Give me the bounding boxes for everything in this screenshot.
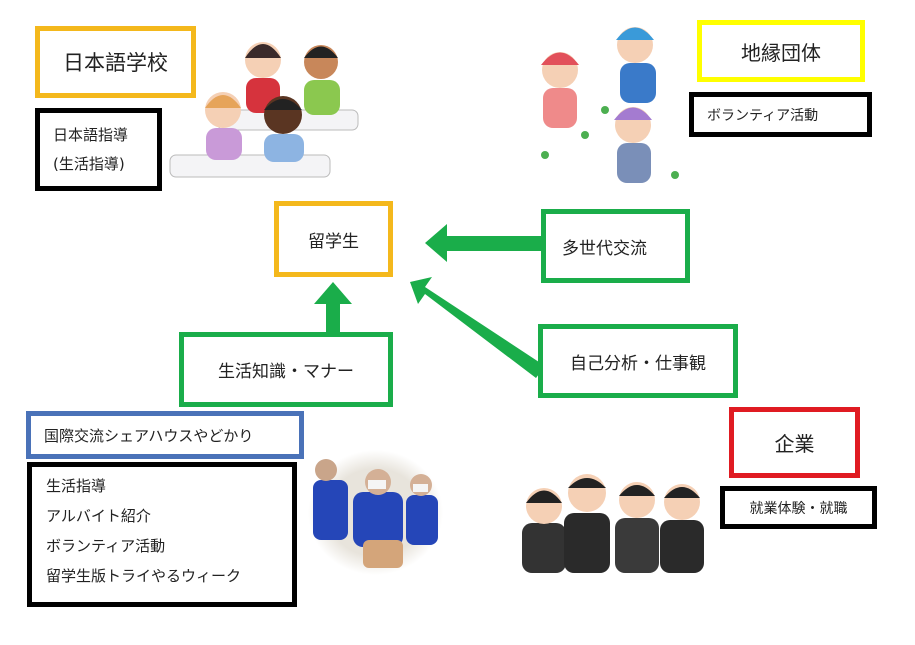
workers-illustration: [522, 474, 704, 573]
student-label: 留学生: [308, 231, 359, 252]
community-title: 地縁団体: [741, 40, 821, 65]
students-illustration: [169, 42, 359, 178]
detail-text: 生活指導: [46, 476, 107, 495]
detail-text: ボランティア活動: [46, 536, 166, 555]
sharehouse-details-box: 生活指導 アルバイト紹介 ボランティア活動 留学生版トライやるウィーク: [27, 462, 297, 607]
detail-text: ボランティア活動: [707, 107, 819, 124]
company-title: 企業: [774, 432, 815, 456]
life-knowledge-box: 生活知識・マナー: [179, 332, 393, 407]
community-details-box: ボランティア活動: [689, 92, 872, 137]
japanese-school-details-box: 日本語指導 (生活指導): [35, 108, 162, 191]
japanese-school-title-box: 日本語学校: [35, 26, 196, 98]
sharehouse-title: 国際交流シェアハウスやどかり: [44, 426, 254, 445]
self-analysis-box: 自己分析・仕事観: [538, 324, 738, 398]
multigen-box: 多世代交流: [541, 209, 690, 283]
student-box: 留学生: [274, 201, 393, 277]
volunteers-illustration: [541, 27, 679, 183]
multigen-label: 多世代交流: [562, 238, 647, 259]
sharehouse-title-box: 国際交流シェアハウスやどかり: [26, 411, 304, 459]
self-analysis-label: 自己分析・仕事観: [570, 353, 706, 374]
detail-text: 留学生版トライやるウィーク: [46, 566, 242, 585]
japanese-school-title: 日本語学校: [63, 51, 168, 75]
detail-text: (生活指導): [53, 154, 125, 173]
detail-text: 日本語指導: [53, 125, 129, 144]
detail-text: アルバイト紹介: [46, 506, 151, 525]
arrow-life-knowledge-to-student: [314, 282, 352, 333]
life-knowledge-label: 生活知識・マナー: [218, 362, 354, 382]
arrow-multigen-to-student: [425, 224, 542, 262]
company-title-box: 企業: [729, 407, 860, 478]
community-title-box: 地縁団体: [697, 20, 865, 82]
sharehouse-photo: [308, 450, 443, 575]
detail-text: 就業体験・就職: [749, 500, 848, 517]
company-details-box: 就業体験・就職: [720, 486, 877, 529]
arrow-self-analysis-to-student: [410, 277, 545, 378]
